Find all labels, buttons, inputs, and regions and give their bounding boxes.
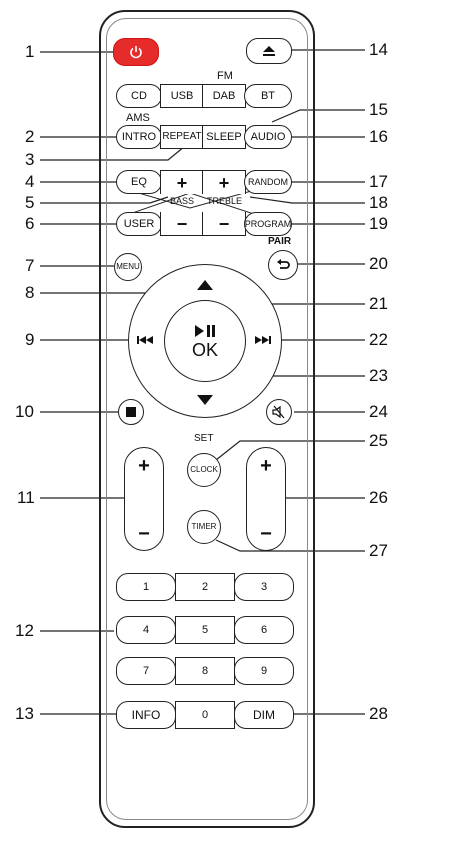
audio-button[interactable]: AUDIO	[244, 125, 292, 149]
callout-25: 25	[369, 431, 388, 450]
previous-track-button[interactable]	[134, 333, 156, 347]
fm-label: FM	[217, 70, 233, 82]
left-rocker-minus-button[interactable]: −	[138, 523, 150, 545]
callout-14: 14	[369, 40, 388, 59]
next-track-button[interactable]	[252, 333, 274, 347]
keypad-9[interactable]: 9	[234, 657, 294, 685]
treble-minus-button[interactable]: −	[202, 212, 246, 236]
program-button[interactable]: PROGRAM	[244, 212, 292, 236]
callout-8: 8	[25, 283, 35, 302]
keypad-1[interactable]: 1	[116, 573, 176, 601]
callout-19: 19	[369, 214, 388, 233]
set-label: SET	[194, 433, 214, 444]
remote-face	[106, 18, 308, 820]
callout-28: 28	[369, 704, 388, 723]
left-rocker	[124, 447, 164, 551]
callout-27: 27	[369, 541, 388, 560]
callout-6: 6	[25, 214, 35, 233]
ok-play-pause-button[interactable]: OK	[164, 300, 246, 382]
keypad-0[interactable]: 0	[175, 701, 235, 729]
ok-label: OK	[191, 339, 218, 360]
clock-button[interactable]: CLOCK	[187, 453, 221, 487]
callout-11: 11	[17, 488, 35, 507]
ams-label: AMS	[126, 112, 150, 124]
treble-plus-button[interactable]: +	[202, 170, 246, 194]
info-button[interactable]: INFO	[116, 701, 176, 729]
dab-button[interactable]: DAB	[202, 84, 246, 108]
timer-button[interactable]: TIMER	[187, 510, 221, 544]
bass-plus-button[interactable]: +	[160, 170, 204, 194]
bass-minus-button[interactable]: −	[160, 212, 204, 236]
callout-24: 24	[369, 402, 388, 421]
power-button[interactable]	[113, 38, 159, 66]
menu-button[interactable]: MENU	[114, 253, 142, 281]
bt-button[interactable]: BT	[244, 84, 292, 108]
repeat-button[interactable]: REPEAT	[160, 125, 204, 149]
stop-button[interactable]	[118, 399, 144, 425]
callout-4: 4	[25, 172, 35, 191]
callout-23: 23	[369, 366, 388, 385]
up-arrow-icon	[197, 280, 213, 290]
eject-icon	[263, 46, 275, 56]
pair-return-icon	[277, 259, 290, 269]
cd-button[interactable]: CD	[116, 84, 162, 108]
intro-button[interactable]: INTRO	[116, 125, 162, 149]
callout-10: 10	[15, 402, 34, 421]
callout-9: 9	[25, 330, 35, 349]
random-button[interactable]: RANDOM	[244, 170, 292, 194]
pair-label: PAIR	[268, 236, 292, 247]
callout-3: 3	[25, 150, 35, 169]
callout-2: 2	[25, 127, 35, 146]
eject-button[interactable]	[246, 38, 292, 64]
keypad-8[interactable]: 8	[175, 657, 235, 685]
callout-1: 1	[25, 42, 35, 61]
pair-return-button[interactable]	[268, 250, 298, 280]
keypad-4[interactable]: 4	[116, 616, 176, 644]
right-rocker-plus-button[interactable]: +	[260, 455, 272, 477]
left-rocker-plus-button[interactable]: +	[138, 455, 150, 477]
usb-button[interactable]: USB	[160, 84, 204, 108]
callout-15: 15	[369, 100, 388, 119]
callout-5: 5	[25, 193, 35, 212]
callout-16: 16	[369, 127, 388, 146]
callout-7: 7	[25, 256, 35, 275]
sleep-button[interactable]: SLEEP	[202, 125, 246, 149]
callout-22: 22	[369, 330, 388, 349]
callout-13: 13	[15, 704, 34, 723]
dim-button[interactable]: DIM	[234, 701, 294, 729]
play-pause-icon	[195, 324, 215, 337]
user-button[interactable]: USER	[116, 212, 162, 236]
keypad-3[interactable]: 3	[234, 573, 294, 601]
up-button[interactable]	[194, 277, 216, 293]
next-track-icon	[255, 336, 271, 344]
down-arrow-icon	[197, 395, 213, 405]
power-icon	[130, 46, 142, 59]
treble-label: TREBLE	[207, 196, 243, 206]
callout-12: 12	[15, 621, 34, 640]
right-rocker	[246, 447, 286, 551]
down-button[interactable]	[194, 392, 216, 408]
keypad-7[interactable]: 7	[116, 657, 176, 685]
remote-body	[99, 10, 315, 828]
keypad-2[interactable]: 2	[175, 573, 235, 601]
keypad-6[interactable]: 6	[234, 616, 294, 644]
keypad-5[interactable]: 5	[175, 616, 235, 644]
callout-17: 17	[369, 172, 388, 191]
callout-26: 26	[369, 488, 388, 507]
callout-18: 18	[369, 193, 388, 212]
bass-label: BASS	[170, 196, 195, 206]
eq-button[interactable]: EQ	[116, 170, 162, 194]
previous-track-icon	[137, 336, 153, 344]
mute-icon	[272, 405, 285, 419]
right-rocker-minus-button[interactable]: −	[260, 523, 272, 545]
callout-20: 20	[369, 254, 388, 273]
mute-button[interactable]	[266, 399, 292, 425]
stop-icon	[126, 407, 136, 417]
callout-21: 21	[369, 294, 388, 313]
